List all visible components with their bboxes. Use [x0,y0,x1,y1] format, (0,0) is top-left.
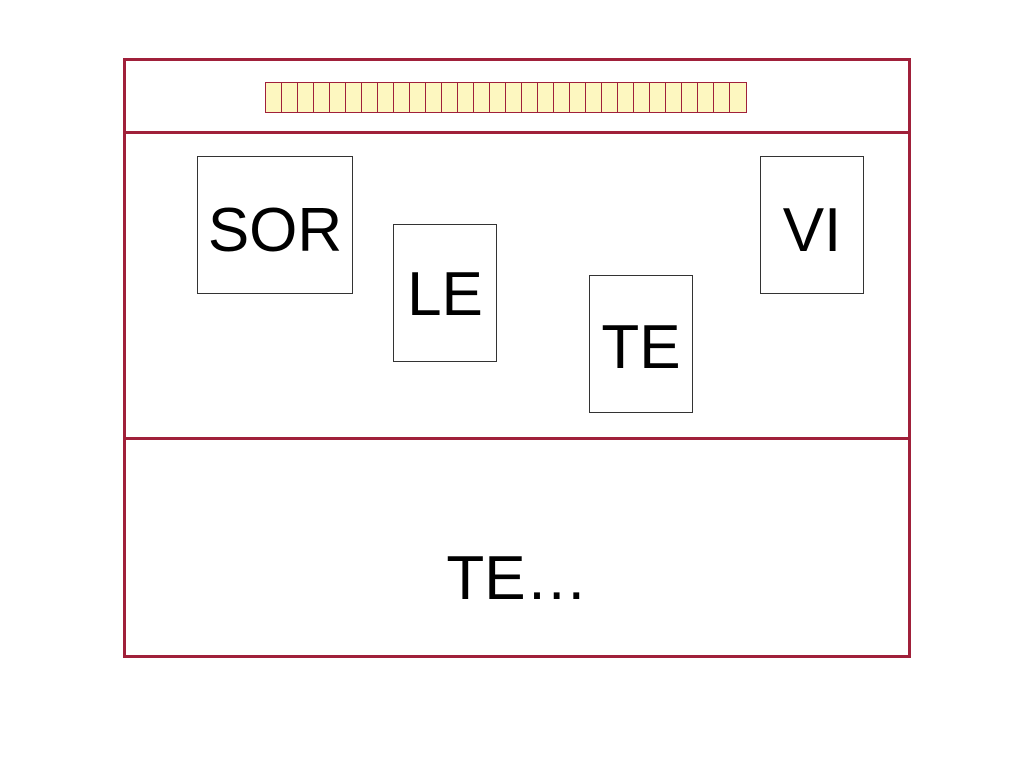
card-area: SOR LE TE VI [126,131,908,440]
letter-cell [570,83,586,112]
letter-cell [522,83,538,112]
letter-cell [282,83,298,112]
letter-cell [538,83,554,112]
letter-cell [442,83,458,112]
card-label: TE [601,313,681,382]
letter-cell [330,83,346,112]
letter-cell [490,83,506,112]
card-le[interactable]: LE [393,224,497,362]
letter-cell [314,83,330,112]
letter-cell [730,83,746,112]
answer-text: TE… [446,544,588,613]
letter-cell-strip [265,82,747,113]
letter-cell [698,83,714,112]
card-sor[interactable]: SOR [197,156,353,294]
card-label: LE [407,260,483,329]
letter-cell [378,83,394,112]
answer-area: TE… [126,440,908,655]
letter-cell [554,83,570,112]
letter-cell [426,83,442,112]
top-bar [126,61,908,134]
letter-cell [714,83,730,112]
card-te[interactable]: TE [589,275,693,413]
letter-cell [634,83,650,112]
letter-cell [682,83,698,112]
card-label: VI [782,196,842,265]
letter-cell [298,83,314,112]
letter-cell [266,83,282,112]
letter-cell [458,83,474,112]
letter-cell [362,83,378,112]
letter-cell [618,83,634,112]
letter-cell [346,83,362,112]
letter-cell [506,83,522,112]
letter-cell [474,83,490,112]
card-label: SOR [207,196,343,265]
letter-cell [602,83,618,112]
letter-cell [666,83,682,112]
letter-cell [650,83,666,112]
letter-cell [394,83,410,112]
main-panel: SOR LE TE VI TE… [123,58,911,658]
letter-cell [586,83,602,112]
letter-cell [410,83,426,112]
card-vi[interactable]: VI [760,156,864,294]
